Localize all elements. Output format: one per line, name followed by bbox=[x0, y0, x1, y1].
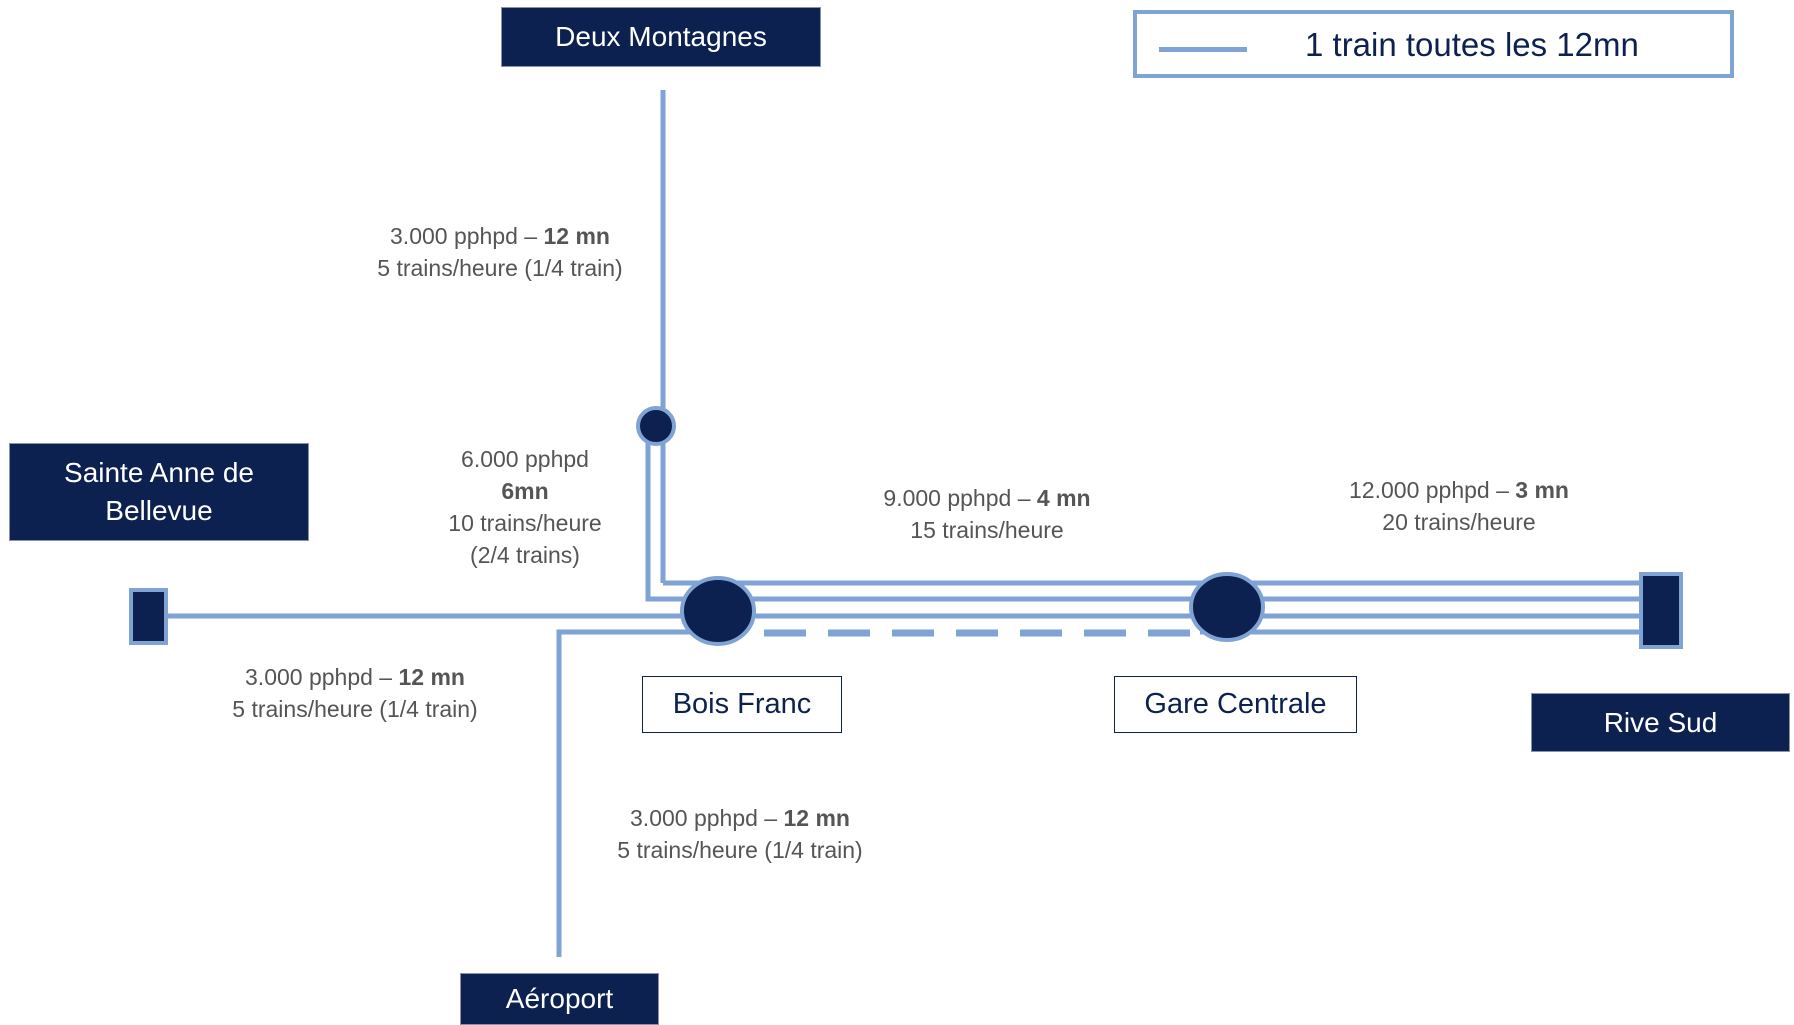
segment-gare-rive-sud: 12.000 pphpd – 3 mn 20 trains/heure bbox=[1299, 474, 1619, 538]
segment-aeroport: 3.000 pphpd – 12 mn 5 trains/heure (1/4 … bbox=[580, 802, 900, 866]
station-gare-centrale-label: Gare Centrale bbox=[1144, 688, 1327, 720]
station-sainte-anne-label-1: Sainte Anne de bbox=[64, 457, 254, 488]
segment-aeroport-demand: 3.000 pphpd – bbox=[630, 805, 784, 831]
segment-deux-montagnes: 3.000 pphpd – 12 mn 5 trains/heure (1/4 … bbox=[340, 220, 660, 284]
segment-sainte-anne: 3.000 pphpd – 12 mn 5 trains/heure (1/4 … bbox=[195, 661, 515, 725]
segment-junction-headway: 6mn bbox=[501, 478, 549, 504]
segment-aeroport-trains: 5 trains/heure (1/4 train) bbox=[617, 837, 863, 863]
station-rive-sud: Rive Sud bbox=[1531, 693, 1790, 752]
segment-junction-trains: 10 trains/heure bbox=[448, 510, 602, 536]
legend-line-sample bbox=[1159, 47, 1247, 52]
segment-deux-montagnes-headway: 12 mn bbox=[543, 223, 610, 249]
junction-line bbox=[645, 438, 700, 602]
segment-aeroport-headway: 12 mn bbox=[783, 805, 850, 831]
rive-sud-terminal bbox=[1639, 572, 1683, 649]
segment-bois-franc-gare-trains: 15 trains/heure bbox=[910, 517, 1064, 543]
station-bois-franc-label: Bois Franc bbox=[672, 688, 812, 720]
segment-junction-share: (2/4 trains) bbox=[470, 542, 580, 568]
station-aeroport: Aéroport bbox=[460, 973, 659, 1025]
segment-gare-rive-sud-demand: 12.000 pphpd – bbox=[1349, 477, 1516, 503]
segment-junction: 6.000 pphpd 6mn 10 trains/heure (2/4 tra… bbox=[415, 443, 635, 571]
segment-bois-franc-gare-demand: 9.000 pphpd – bbox=[883, 485, 1037, 511]
segment-sainte-anne-headway: 12 mn bbox=[398, 664, 465, 690]
segment-sainte-anne-demand: 3.000 pphpd – bbox=[245, 664, 399, 690]
segment-gare-rive-sud-trains: 20 trains/heure bbox=[1382, 509, 1536, 535]
station-deux-montagnes: Deux Montagnes bbox=[501, 7, 821, 67]
station-deux-montagnes-label: Deux Montagnes bbox=[555, 21, 767, 52]
station-sainte-anne-label-2: Bellevue bbox=[105, 495, 213, 526]
station-gare-centrale: Gare Centrale bbox=[1114, 676, 1357, 733]
station-sainte-anne: Sainte Anne de Bellevue bbox=[9, 443, 309, 541]
segment-bois-franc-gare: 9.000 pphpd – 4 mn 15 trains/heure bbox=[827, 482, 1147, 546]
legend: 1 train toutes les 12mn bbox=[1133, 10, 1734, 78]
segment-sainte-anne-trains: 5 trains/heure (1/4 train) bbox=[232, 696, 478, 722]
segment-gare-rive-sud-headway: 3 mn bbox=[1515, 477, 1569, 503]
aeroport-line bbox=[556, 629, 700, 957]
segment-junction-demand: 6.000 pphpd bbox=[461, 446, 589, 472]
segment-deux-montagnes-trains: 5 trains/heure (1/4 train) bbox=[377, 255, 623, 281]
station-bois-franc: Bois Franc bbox=[642, 676, 842, 733]
bois-franc-node bbox=[680, 576, 756, 646]
station-aeroport-label: Aéroport bbox=[505, 983, 614, 1014]
station-rive-sud-label: Rive Sud bbox=[1603, 706, 1718, 738]
gare-centrale-node bbox=[1189, 572, 1265, 642]
segment-deux-montagnes-demand: 3.000 pphpd – bbox=[390, 223, 544, 249]
segment-bois-franc-gare-headway: 4 mn bbox=[1036, 485, 1091, 511]
legend-text: 1 train toutes les 12mn bbox=[1305, 26, 1639, 63]
sainte-anne-terminal bbox=[129, 588, 168, 645]
junction-node bbox=[636, 406, 676, 446]
